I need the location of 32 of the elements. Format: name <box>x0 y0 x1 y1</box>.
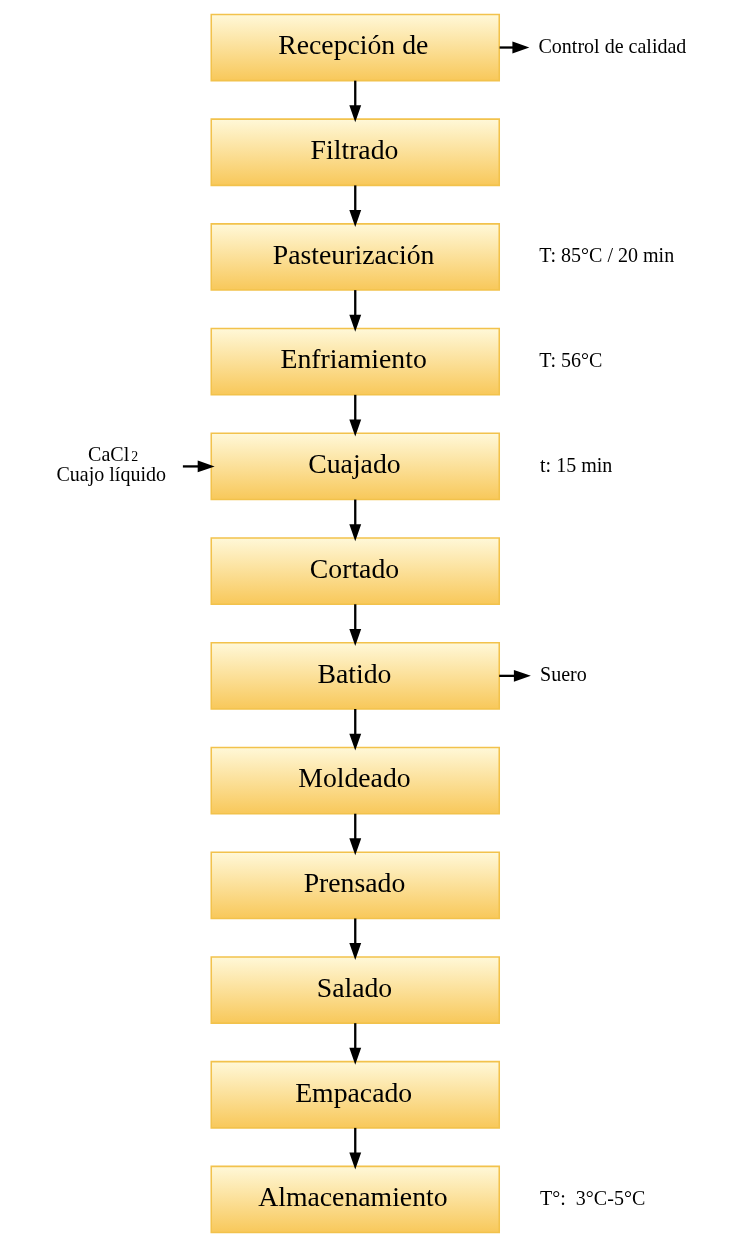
node-label: t: 15 min <box>539 453 612 476</box>
node-box: Cortado <box>210 537 500 605</box>
arrow <box>348 185 361 227</box>
arrow <box>348 1023 361 1065</box>
node-box: Prensado <box>210 851 500 920</box>
node-box: Batido <box>210 642 500 710</box>
node-label: T: 85°C / 20 min <box>538 244 674 267</box>
arrow <box>348 813 361 856</box>
node-box: Moldeado <box>210 746 500 815</box>
node-label: T: 56°C <box>538 348 602 371</box>
arrow <box>348 709 361 751</box>
arrow <box>348 80 361 123</box>
node-box: Recepción de <box>210 13 500 82</box>
node-box: Enfriamiento <box>210 327 500 396</box>
node-text: CaCl2 Cuajo líquido <box>55 442 166 485</box>
arrow <box>348 918 361 961</box>
node-box: Salado <box>210 956 500 1024</box>
node-box: Empacado <box>210 1060 500 1129</box>
arrow <box>499 41 529 54</box>
arrow <box>348 394 361 437</box>
node-box: Almacenamiento <box>210 1165 500 1234</box>
node-box: Filtrado <box>210 118 500 187</box>
node-text: Control de calidad <box>538 34 686 57</box>
arrow <box>348 604 361 646</box>
node-text: Suero <box>539 663 587 686</box>
arrow <box>348 290 361 332</box>
node-label: T°: 3°C-5°C <box>539 1186 645 1209</box>
node-box: Pasteurización <box>210 223 500 291</box>
arrow <box>348 499 361 542</box>
node-box: Cuajado <box>210 432 500 501</box>
arrow <box>182 460 215 473</box>
arrow <box>348 1127 361 1170</box>
